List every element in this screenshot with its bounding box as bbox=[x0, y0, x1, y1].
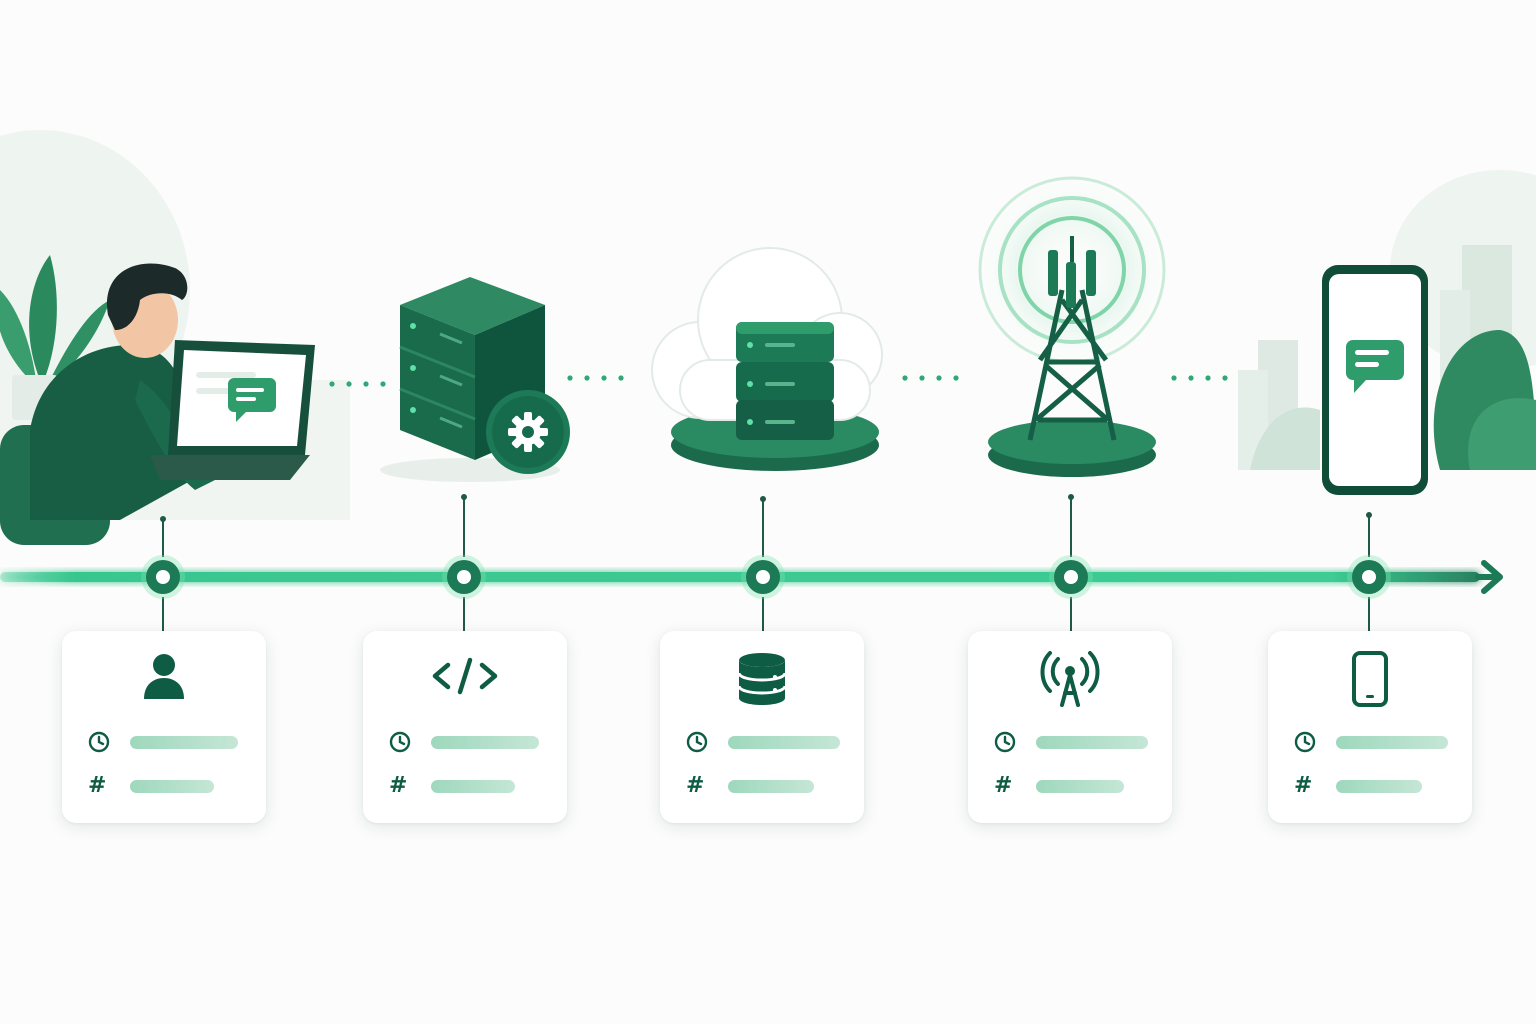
timeline bbox=[0, 560, 1503, 594]
dotted-connectors bbox=[329, 375, 1228, 387]
stage-card-phone: # bbox=[1268, 631, 1472, 823]
smartphone-message-illustration bbox=[1250, 265, 1536, 495]
timeline-node bbox=[1347, 512, 1391, 631]
time-placeholder-bar bbox=[728, 735, 840, 749]
id-row: # bbox=[1294, 775, 1448, 797]
time-row bbox=[994, 731, 1148, 753]
stage-card-database: # bbox=[660, 631, 864, 823]
cell-tower-illustration bbox=[977, 175, 1167, 477]
id-placeholder-bar bbox=[130, 779, 214, 793]
hash-icon: # bbox=[389, 773, 408, 798]
timeline-node bbox=[741, 496, 785, 631]
time-row bbox=[88, 731, 242, 753]
id-row: # bbox=[389, 775, 543, 797]
clock-icon bbox=[389, 731, 415, 753]
server-with-gear-illustration bbox=[380, 277, 570, 482]
clock-icon bbox=[88, 731, 114, 753]
time-placeholder-bar bbox=[431, 735, 539, 749]
user-icon bbox=[62, 651, 266, 701]
code-icon bbox=[363, 651, 567, 701]
smartphone-icon bbox=[1268, 651, 1472, 707]
stage-card-code: # bbox=[363, 631, 567, 823]
clock-icon bbox=[994, 731, 1020, 753]
database-icon bbox=[660, 651, 864, 705]
time-placeholder-bar bbox=[1035, 735, 1148, 749]
stage-card-antenna: # bbox=[968, 631, 1172, 823]
hash-icon: # bbox=[88, 773, 107, 798]
time-row bbox=[686, 731, 840, 753]
time-placeholder-bar bbox=[1336, 735, 1448, 749]
time-row bbox=[1294, 731, 1448, 753]
clock-icon bbox=[686, 731, 712, 753]
antenna-icon bbox=[968, 651, 1172, 707]
id-placeholder-bar bbox=[1336, 779, 1422, 793]
clock-icon bbox=[1294, 731, 1320, 753]
hash-icon: # bbox=[994, 773, 1013, 798]
timeline-node bbox=[1049, 494, 1093, 631]
time-row bbox=[389, 731, 543, 753]
timeline-node bbox=[141, 516, 185, 631]
person-at-laptop-illustration bbox=[0, 255, 350, 545]
hash-icon: # bbox=[1294, 773, 1313, 798]
timeline-node bbox=[442, 494, 486, 631]
hash-icon: # bbox=[686, 773, 705, 798]
time-placeholder-bar bbox=[130, 735, 238, 749]
timeline-nodes bbox=[141, 494, 1391, 631]
id-row: # bbox=[994, 775, 1148, 797]
id-row: # bbox=[88, 775, 242, 797]
cloud-server-stack-illustration bbox=[651, 247, 883, 471]
id-placeholder-bar bbox=[1036, 779, 1124, 793]
id-row: # bbox=[686, 775, 840, 797]
id-placeholder-bar bbox=[728, 779, 814, 793]
id-placeholder-bar bbox=[431, 779, 515, 793]
stage-card-user: # bbox=[62, 631, 266, 823]
timeline-arrow-icon bbox=[1475, 560, 1503, 594]
